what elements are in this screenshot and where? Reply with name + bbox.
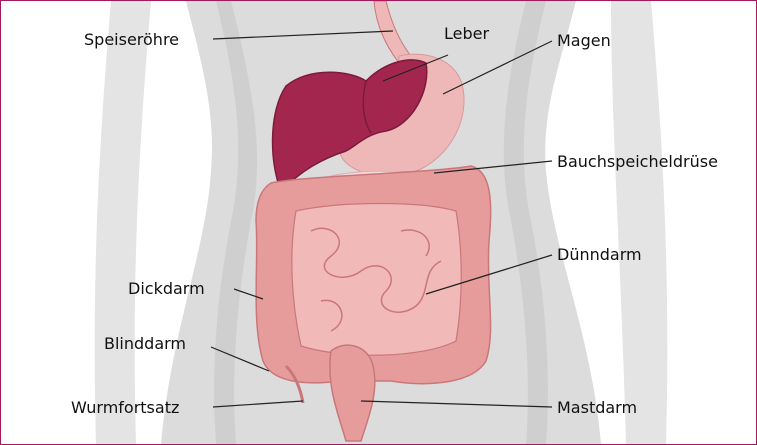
label-large-intestine: Dickdarm (128, 280, 205, 298)
label-liver: Leber (444, 25, 489, 43)
label-cecum: Blinddarm (104, 335, 186, 353)
label-stomach: Magen (557, 32, 611, 50)
label-small-intestine: Dünndarm (557, 246, 642, 264)
label-esophagus: Speiseröhre (84, 31, 179, 49)
small-intestine-shape (292, 204, 461, 356)
arm-right (611, 1, 667, 444)
label-rectum: Mastdarm (557, 399, 637, 417)
arm-left (95, 1, 151, 444)
label-appendix: Wurmfortsatz (71, 399, 179, 417)
label-pancreas: Bauchspeicheldrüse (557, 153, 718, 171)
